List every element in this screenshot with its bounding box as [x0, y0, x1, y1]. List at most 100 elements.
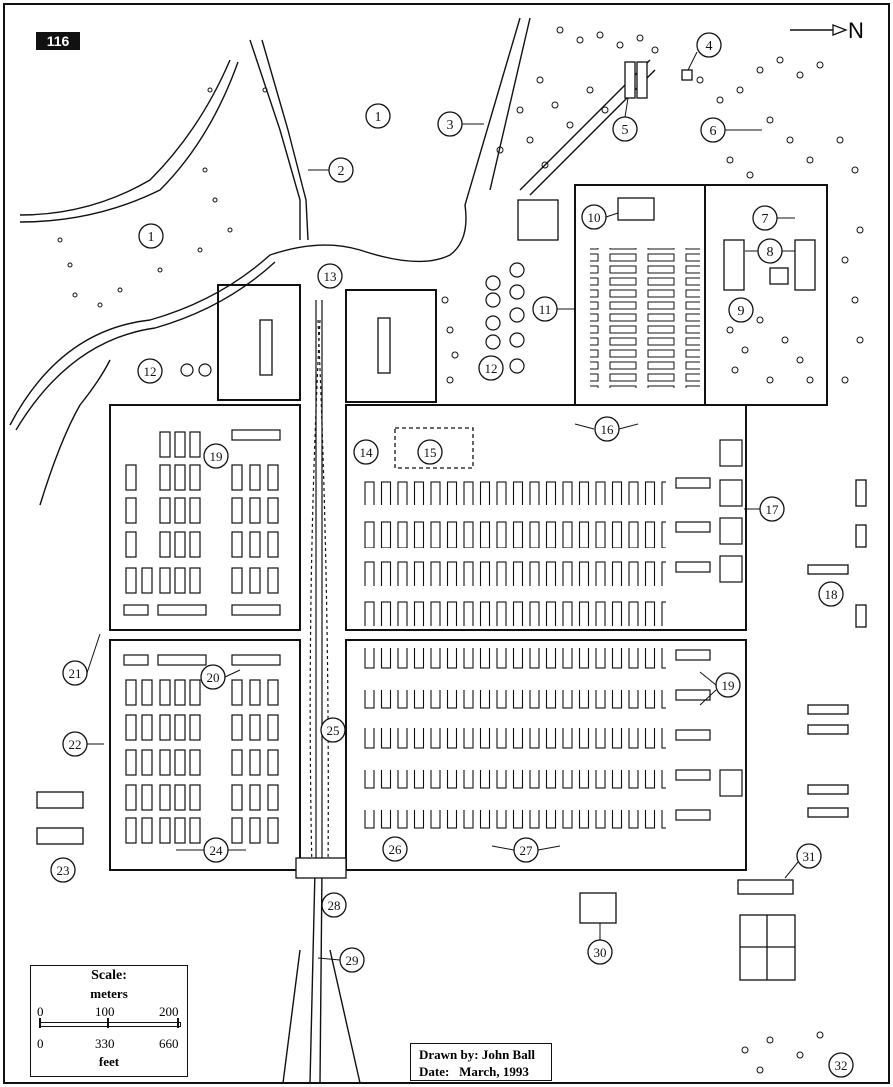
scale-f-0: 0	[37, 1036, 44, 1051]
svg-text:32: 32	[835, 1058, 848, 1073]
svg-text:27: 27	[520, 843, 534, 858]
svg-text:12: 12	[144, 364, 157, 379]
callout-14: 14	[353, 439, 379, 465]
credit-date: Date: March, 1993	[419, 1064, 529, 1079]
credit-box: Drawn by: John Ball Date: March, 1993	[410, 1043, 552, 1081]
callout-29: 29	[339, 947, 365, 973]
callout-10: 10	[581, 204, 607, 230]
svg-text:31: 31	[803, 849, 816, 864]
railway	[309, 300, 329, 871]
scale-title: Scale:	[91, 968, 127, 983]
svg-text:16: 16	[601, 422, 615, 437]
callouts: 1 1 2 3 4 5 6 7 8 9 10 11 12 12 13 14 15…	[50, 32, 854, 1078]
north-arrow: N	[788, 18, 868, 43]
svg-text:15: 15	[424, 445, 437, 460]
scale-feet-label: feet	[98, 1054, 120, 1069]
north-arrow-icon	[790, 24, 848, 36]
tanks	[180, 262, 525, 377]
scale-tick-right	[177, 1018, 179, 1028]
svg-text:4: 4	[706, 39, 713, 54]
callout-16: 16	[594, 416, 620, 442]
callout-12b: 12	[478, 355, 504, 381]
callout-19: 19	[203, 443, 229, 469]
misc-buildings	[36, 61, 867, 981]
svg-text:10: 10	[588, 210, 601, 225]
svg-text:28: 28	[328, 898, 341, 913]
leader-arrows	[86, 51, 799, 961]
callout-1b: 1	[138, 223, 164, 249]
crematoria	[675, 439, 743, 821]
svg-text:18: 18	[825, 587, 838, 602]
scale-f-330: 330	[95, 1036, 115, 1051]
callout-32: 32	[828, 1052, 854, 1078]
svg-text:11: 11	[539, 302, 552, 317]
svg-text:22: 22	[69, 737, 82, 752]
page-number-badge: 116	[36, 32, 80, 50]
callout-3: 3	[437, 111, 463, 137]
callout-13: 13	[317, 263, 343, 289]
main-camp-barracks	[360, 475, 666, 840]
svg-text:2: 2	[338, 164, 345, 179]
svg-text:13: 13	[324, 269, 337, 284]
svg-text:1: 1	[148, 230, 155, 245]
callout-17: 17	[759, 496, 785, 522]
section-11-barracks	[590, 248, 700, 388]
svg-text:30: 30	[594, 945, 607, 960]
svg-text:6: 6	[710, 124, 717, 139]
svg-text:7: 7	[762, 212, 769, 227]
callout-6: 6	[700, 117, 726, 143]
scale-m-100: 100	[95, 1004, 115, 1019]
svg-text:3: 3	[447, 118, 454, 133]
callout-21: 21	[62, 660, 88, 686]
svg-text:23: 23	[57, 863, 70, 878]
callout-9: 9	[728, 297, 754, 323]
callout-8: 8	[757, 238, 783, 264]
svg-text:17: 17	[766, 502, 780, 517]
callout-25: 25	[320, 717, 346, 743]
callout-31: 31	[796, 843, 822, 869]
scale-m-0: 0	[37, 1004, 44, 1019]
svg-text:5: 5	[622, 123, 629, 138]
callout-5: 5	[612, 116, 638, 142]
barracks	[123, 429, 281, 844]
callout-19b: 19	[715, 672, 741, 698]
scale-meters-label: meters	[90, 986, 128, 1001]
scale-tick-mid	[107, 1018, 109, 1028]
callout-23: 23	[50, 857, 76, 883]
callout-15: 15	[417, 439, 443, 465]
svg-text:29: 29	[346, 953, 359, 968]
scale-bar	[39, 1022, 181, 1027]
svg-text:12: 12	[485, 361, 498, 376]
svg-text:20: 20	[207, 670, 220, 685]
callout-28: 28	[321, 892, 347, 918]
svg-text:14: 14	[360, 445, 374, 460]
credit-drawn-by: Drawn by: John Ball	[419, 1047, 535, 1062]
callout-2: 2	[328, 157, 354, 183]
fences	[109, 184, 828, 871]
callout-18: 18	[818, 581, 844, 607]
callout-24: 24	[203, 837, 229, 863]
callout-7: 7	[752, 205, 778, 231]
callout-11: 11	[532, 296, 558, 322]
svg-text:26: 26	[389, 842, 403, 857]
svg-text:1: 1	[375, 110, 382, 125]
svg-text:9: 9	[738, 304, 745, 319]
scale-f-660: 660	[159, 1036, 179, 1051]
callout-1: 1	[365, 103, 391, 129]
svg-text:24: 24	[210, 843, 224, 858]
svg-text:25: 25	[327, 723, 340, 738]
trees	[57, 26, 864, 1074]
svg-text:21: 21	[69, 666, 82, 681]
callout-30: 30	[587, 939, 613, 965]
callout-20: 20	[200, 664, 226, 690]
svg-text:19: 19	[210, 449, 223, 464]
callout-4: 4	[696, 32, 722, 58]
north-label: N	[848, 18, 864, 43]
scale-tick-left	[39, 1018, 41, 1028]
scale-m-200: 200	[159, 1004, 179, 1019]
callout-12: 12	[137, 358, 163, 384]
svg-text:8: 8	[767, 245, 774, 260]
svg-text:19: 19	[722, 678, 735, 693]
callout-22: 22	[62, 731, 88, 757]
